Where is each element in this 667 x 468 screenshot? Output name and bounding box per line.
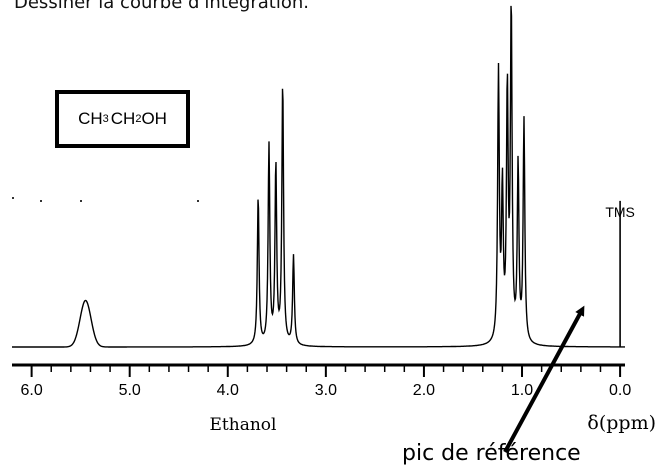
x-axis-label: δ(ppm) (587, 412, 656, 434)
decorative-dot (197, 200, 199, 202)
chart-title: Ethanol (210, 415, 277, 435)
formula-ch-2: CH (110, 109, 136, 128)
decorative-dot (12, 197, 14, 199)
formula-ch-1: CH (78, 109, 103, 128)
decorative-dot (80, 200, 82, 202)
reference-arrow (503, 305, 585, 453)
x-tick-label: 1.0 (511, 382, 533, 399)
x-axis-ticks: 6.0 5.0 4.0 3.0 2.0 1.0 0.0 (20, 365, 631, 399)
x-tick-label: 6.0 (20, 382, 42, 399)
decorative-dots (12, 197, 199, 202)
x-tick-label: 3.0 (315, 382, 337, 399)
formula-sub-3: 3 (102, 113, 109, 125)
x-tick-label: 5.0 (119, 382, 141, 399)
x-tick-label: 2.0 (413, 382, 435, 399)
decorative-dot (40, 200, 42, 202)
spectrum-trace (12, 5, 625, 348)
formula-oh: OH (141, 109, 167, 128)
formula-sub-2: 2 (135, 113, 142, 125)
x-tick-label: 4.0 (217, 382, 239, 399)
reference-peak-label: pic de référence (402, 441, 581, 466)
x-tick-label: 0.0 (609, 382, 631, 399)
instruction-text: Dessiner la courbe d'intégration. (14, 0, 309, 13)
